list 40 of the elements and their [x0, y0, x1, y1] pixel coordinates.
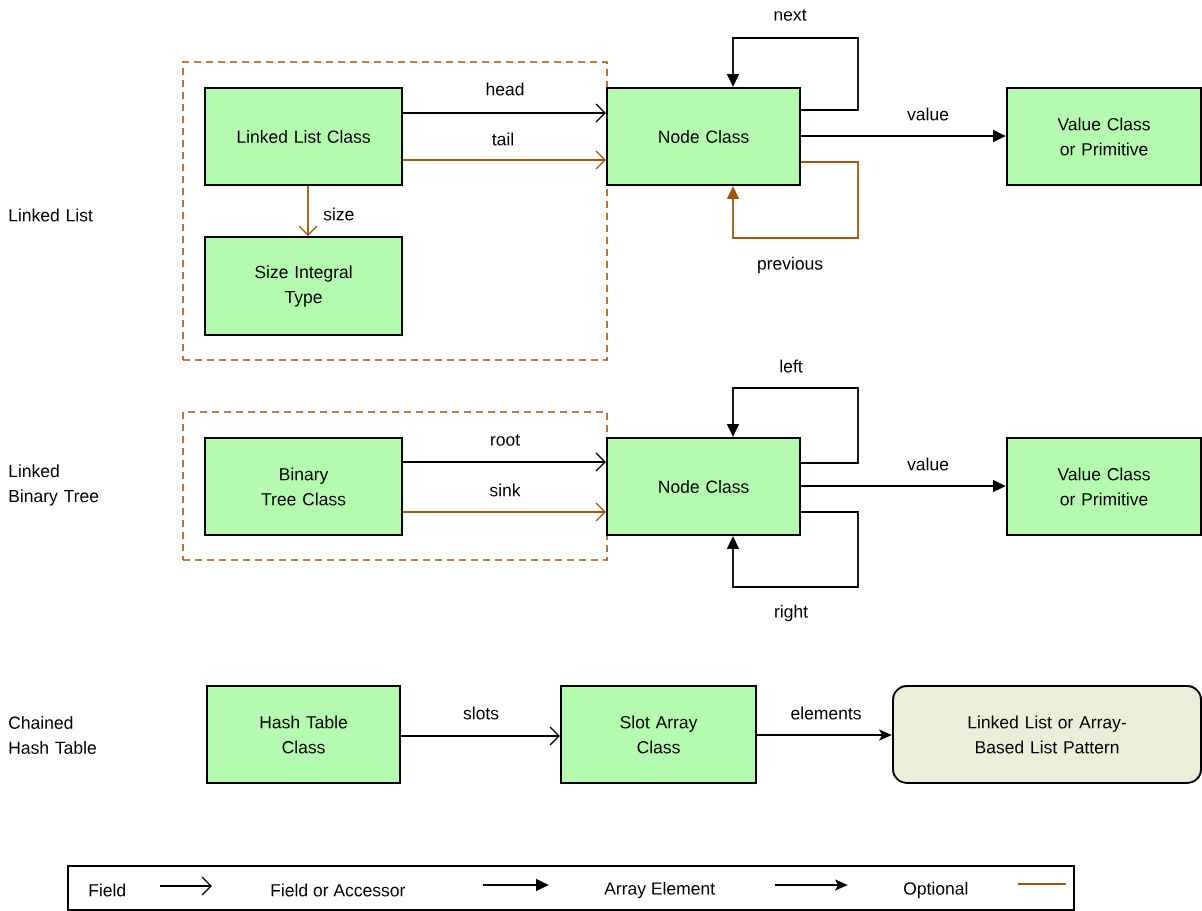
- class-box: Slot Array Class: [560, 685, 757, 784]
- legend-label: Field: [89, 883, 125, 897]
- arrow: [402, 103, 606, 123]
- class-box: Binary Tree Class: [204, 437, 403, 536]
- class-box: Size Integral Type: [204, 236, 403, 336]
- edge-label: head: [484, 81, 526, 97]
- edge-label: root: [488, 433, 522, 447]
- arrow: [402, 150, 606, 170]
- class-box: Value Class or Primitive: [1006, 437, 1202, 536]
- pattern-box: Linked List or Array-Based List Pattern: [892, 685, 1202, 784]
- edge-label: sink: [488, 482, 522, 498]
- legend-label: Field or Accessor: [271, 883, 406, 897]
- class-box: Node Class: [606, 437, 801, 536]
- class-box: Hash Table Class: [206, 685, 401, 784]
- edge-label: tail: [490, 131, 516, 147]
- row-label: Linked List: [9, 208, 93, 222]
- edge-label: size: [322, 206, 356, 222]
- edge-label: right: [773, 603, 810, 623]
- edge-label: elements: [789, 705, 863, 721]
- dashed-group-box: [182, 61, 608, 361]
- dashed-group-box: [182, 411, 608, 561]
- edge-label: left: [778, 358, 804, 374]
- legend-label: Array Element: [604, 881, 715, 899]
- edge-label: next: [772, 8, 808, 22]
- arrow: [402, 502, 606, 522]
- legend-label: Optional: [904, 881, 968, 899]
- arrow: [726, 511, 859, 588]
- row-label: Chained Hash Table: [9, 716, 96, 754]
- edge-label: value: [906, 456, 950, 472]
- arrow: [298, 185, 318, 236]
- class-box: Node Class: [606, 87, 801, 186]
- class-box: Value Class or Primitive: [1006, 87, 1202, 186]
- arrow: [402, 452, 606, 472]
- arrow: [726, 161, 859, 239]
- edge-label: previous: [755, 255, 825, 275]
- edge-label: slots: [462, 705, 500, 721]
- row-label: Linked Binary Tree: [9, 464, 99, 506]
- edge-label: value: [906, 106, 950, 122]
- arrow: [400, 726, 560, 746]
- class-box: Linked List Class: [204, 87, 403, 186]
